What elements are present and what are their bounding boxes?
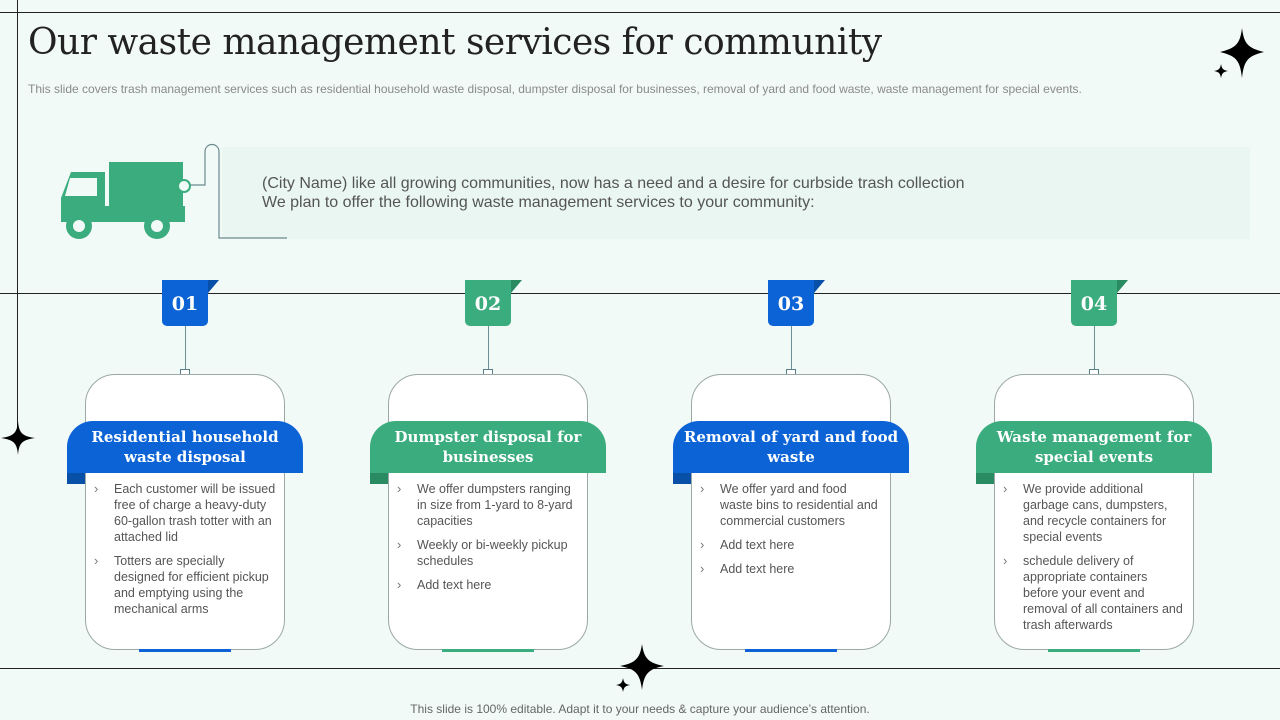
service-bullet: Add text here [397, 577, 579, 593]
footer-note: This slide is 100% editable. Adapt it to… [410, 702, 870, 716]
service-bullet-list: Each customer will be issued free of cha… [94, 481, 276, 625]
badge-fold [208, 280, 219, 293]
card-accent-bar [745, 649, 837, 652]
badge-fold [1117, 280, 1128, 293]
service-bullet-list: We offer dumpsters ranging in size from … [397, 481, 579, 601]
service-title-banner: Waste management for special events [976, 421, 1212, 473]
service-bullet: We offer yard and food waste bins to res… [700, 481, 882, 529]
frame-line-top [0, 12, 1280, 13]
service-number-badge: 02 [465, 280, 511, 326]
sparkle-icon [1214, 28, 1264, 78]
service-bullet-list: We offer yard and food waste bins to res… [700, 481, 882, 585]
sparkle-icon [1, 421, 35, 455]
intro-connector-line [185, 143, 287, 239]
card-accent-bar [1048, 649, 1140, 652]
banner-fold [370, 472, 388, 484]
frame-line-left [17, 0, 18, 440]
service-bullet: We offer dumpsters ranging in size from … [397, 481, 579, 529]
service-bullet: schedule delivery of appropriate contain… [1003, 553, 1185, 633]
intro-text: (City Name) like all growing communities… [262, 174, 965, 212]
banner-fold [976, 472, 994, 484]
page-subtitle: This slide covers trash management servi… [28, 82, 1082, 96]
badge-fold [511, 280, 522, 293]
service-title-banner: Residential household waste disposal [67, 421, 303, 473]
service-bullet: Totters are specially designed for effic… [94, 553, 276, 617]
card-accent-bar [139, 649, 231, 652]
service-number-badge: 03 [768, 280, 814, 326]
service-title-banner: Dumpster disposal for businesses [370, 421, 606, 473]
badge-fold [814, 280, 825, 293]
page-title: Our waste management services for commun… [28, 22, 882, 63]
service-bullet: Add text here [700, 537, 882, 553]
garbage-truck-icon [61, 162, 191, 239]
sparkle-icon [616, 644, 664, 692]
connector-line [488, 326, 489, 370]
banner-fold [67, 472, 85, 484]
service-number-badge: 04 [1071, 280, 1117, 326]
service-bullet: We provide additional garbage cans, dump… [1003, 481, 1185, 545]
card-accent-bar [442, 649, 534, 652]
frame-line-middle [0, 293, 1280, 294]
intro-line-1: (City Name) like all growing communities… [262, 175, 965, 192]
service-bullet: Weekly or bi-weekly pickup schedules [397, 537, 579, 569]
connector-line [791, 326, 792, 370]
intro-line-2: We plan to offer the following waste man… [262, 194, 815, 211]
service-bullet: Each customer will be issued free of cha… [94, 481, 276, 545]
connector-line [1094, 326, 1095, 370]
intro-panel [222, 147, 1250, 239]
service-bullet-list: We provide additional garbage cans, dump… [1003, 481, 1185, 641]
service-bullet: Add text here [700, 561, 882, 577]
connector-line [185, 326, 186, 370]
service-title-banner: Removal of yard and food waste [673, 421, 909, 473]
service-number-badge: 01 [162, 280, 208, 326]
banner-fold [673, 472, 691, 484]
